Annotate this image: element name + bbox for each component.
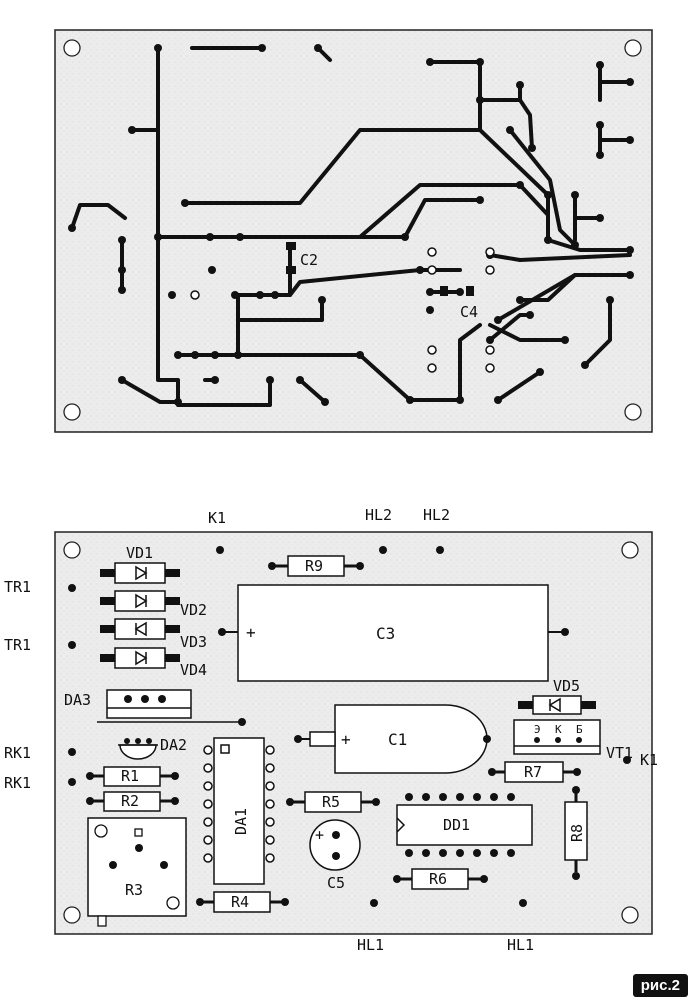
label-rk1-a: RK1 [4, 744, 31, 762]
label-r1: R1 [121, 767, 139, 785]
capacitor-c1 [334, 704, 488, 774]
figure-caption: рис.2 [632, 974, 688, 997]
label-da2: DA2 [160, 736, 187, 754]
c5-plus: + [315, 826, 324, 844]
c2-pad-a [286, 242, 296, 250]
diode-leads [100, 569, 180, 662]
sensor-da2 [119, 744, 157, 760]
vt1-pin-k: К [555, 723, 562, 736]
label-hl1-a: HL1 [357, 936, 384, 954]
label-da1: DA1 [232, 808, 250, 835]
label-r5: R5 [322, 793, 340, 811]
c1-plus: + [341, 730, 351, 749]
label-r9: R9 [305, 557, 323, 575]
capacitor-c5 [309, 819, 361, 871]
dd1-pins [405, 793, 515, 857]
label-c3: C3 [376, 624, 395, 643]
label-rk1-b: RK1 [4, 774, 31, 792]
capacitor-c3 [237, 584, 549, 682]
label-hl2-a: HL2 [365, 506, 392, 524]
label-hl1-b: HL1 [507, 936, 534, 954]
c2-pad-b [286, 266, 296, 274]
label-r6: R6 [429, 870, 447, 888]
label-c4: C4 [460, 303, 478, 321]
ic-dd1 [396, 804, 533, 846]
label-r7: R7 [524, 763, 542, 781]
external-pads [68, 546, 631, 907]
ic-da1 [213, 737, 265, 885]
label-k1-top: K1 [208, 509, 226, 527]
label-vd1: VD1 [126, 544, 153, 562]
diode-vd5 [532, 695, 582, 715]
da1-pins [203, 745, 275, 863]
label-r2: R2 [121, 792, 139, 810]
label-r8: R8 [568, 824, 586, 842]
top-mounting-holes [63, 39, 642, 421]
diode-symbols [134, 565, 148, 666]
label-tr1-b: TR1 [4, 636, 31, 654]
vt1-pin-e: Э [534, 723, 541, 736]
label-r4: R4 [231, 893, 249, 911]
copper-pads [68, 44, 634, 406]
label-c5: C5 [327, 874, 345, 892]
label-k1-right: K1 [640, 751, 658, 769]
transistor-vt1 [513, 719, 601, 755]
label-r3: R3 [125, 881, 143, 899]
pcb-top-outline [54, 29, 653, 433]
pcb-top-board: C2 C4 [54, 29, 653, 433]
c3-plus: + [246, 623, 256, 642]
label-c2: C2 [300, 251, 318, 269]
label-hl2-b: HL2 [423, 506, 450, 524]
label-dd1: DD1 [443, 816, 470, 834]
bottom-mounting-holes [63, 541, 639, 924]
label-vt1: VT1 [606, 744, 633, 762]
label-vd4: VD4 [180, 661, 207, 679]
label-vd3: VD3 [180, 633, 207, 651]
label-vd2: VD2 [180, 601, 207, 619]
label-da3: DA3 [64, 691, 91, 709]
hollow-pads [190, 247, 495, 373]
label-vd5: VD5 [553, 677, 580, 695]
c4-pad-a [440, 286, 448, 296]
c4-pad-b [466, 286, 474, 296]
regulator-da3 [106, 689, 192, 719]
label-c1: C1 [388, 730, 407, 749]
pcb-component-board: K1 HL2 HL2 TR1 TR1 RK1 RK1 K1 HL1 HL1 VD [4, 506, 658, 954]
label-tr1-a: TR1 [4, 578, 31, 596]
vt1-pin-b: Б [576, 723, 583, 736]
